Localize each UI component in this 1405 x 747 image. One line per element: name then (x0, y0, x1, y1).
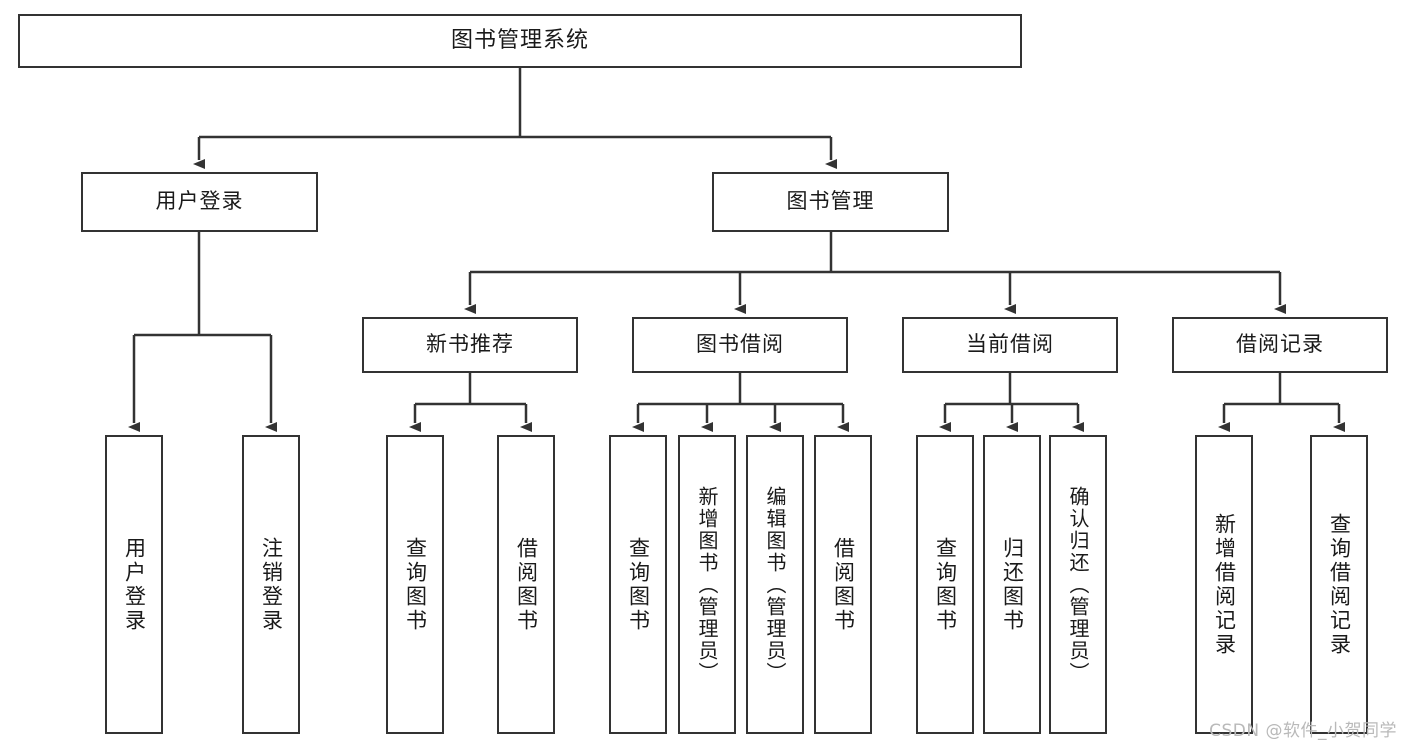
node-borrow-record[interactable]: 借阅记录 (1172, 317, 1388, 373)
node-new-book-recommend[interactable]: 新书推荐 (362, 317, 578, 373)
leaf-new-book-query-books[interactable]: 查询图书 (386, 435, 444, 734)
leaf-current-borrow-confirm-return-admin[interactable]: 确认归还（管理员） (1049, 435, 1107, 734)
leaf-user-login-logout[interactable]: 注销登录 (242, 435, 300, 734)
leaf-book-borrow-add-book-admin[interactable]: 新增图书（管理员） (678, 435, 736, 734)
node-current-borrow[interactable]: 当前借阅 (902, 317, 1118, 373)
leaf-user-login-login[interactable]: 用户登录 (105, 435, 163, 734)
leaf-current-borrow-query-books[interactable]: 查询图书 (916, 435, 974, 734)
leaf-book-borrow-edit-book-admin[interactable]: 编辑图书（管理员） (746, 435, 804, 734)
leaf-book-borrow-borrow-books[interactable]: 借阅图书 (814, 435, 872, 734)
node-user-login[interactable]: 用户登录 (81, 172, 318, 232)
node-book-management[interactable]: 图书管理 (712, 172, 949, 232)
leaf-new-book-borrow-books[interactable]: 借阅图书 (497, 435, 555, 734)
leaf-borrow-record-query-record[interactable]: 查询借阅记录 (1310, 435, 1368, 734)
node-root-book-management-system[interactable]: 图书管理系统 (18, 14, 1022, 68)
leaf-book-borrow-query-books[interactable]: 查询图书 (609, 435, 667, 734)
leaf-borrow-record-add-record[interactable]: 新增借阅记录 (1195, 435, 1253, 734)
leaf-current-borrow-return-books[interactable]: 归还图书 (983, 435, 1041, 734)
node-book-borrow[interactable]: 图书借阅 (632, 317, 848, 373)
